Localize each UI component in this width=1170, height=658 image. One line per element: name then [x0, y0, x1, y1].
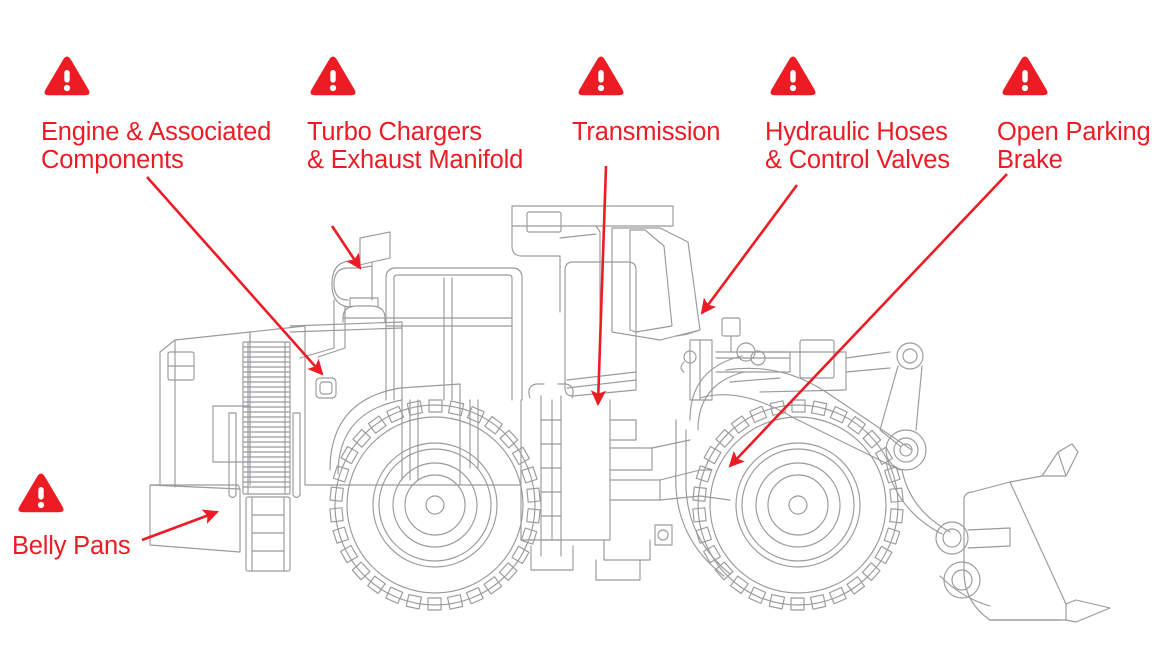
- rear-wheel: [329, 399, 541, 611]
- warning-triangle-icon: [1002, 56, 1048, 96]
- cab-access-steps: [528, 383, 574, 571]
- callout-icon-belly-pans: [18, 473, 64, 515]
- callout-label-belly-pans: Belly Pans: [12, 532, 131, 561]
- callout-icon-open-parking-brake: [1002, 56, 1048, 98]
- callout-label-line: Engine & Associated: [41, 118, 272, 146]
- callout-label-turbo-chargers: Turbo Chargers& Exhaust Manifold: [307, 118, 524, 174]
- warning-triangle-icon: [310, 56, 356, 96]
- front-fender: [675, 355, 745, 577]
- warning-triangle-icon: [44, 56, 90, 96]
- callout-label-hydraulic-hoses: Hydraulic Hoses& Control Valves: [765, 118, 950, 174]
- callout-arrow-transmission: [590, 165, 608, 407]
- callout-arrow-belly-pans: [141, 509, 219, 542]
- callout-arrow-open-parking-brake: [728, 173, 1008, 468]
- warning-triangle-icon: [578, 56, 624, 96]
- rear-fender: [329, 383, 521, 486]
- engine-hood: [249, 297, 461, 486]
- callout-label-line: & Control Valves: [765, 145, 950, 174]
- rear-tire-tread: [329, 399, 541, 611]
- callout-icon-transmission: [578, 56, 624, 98]
- rear-counterweight: [149, 325, 306, 553]
- warning-triangle-icon: [770, 56, 816, 96]
- front-wheel: [692, 399, 904, 611]
- callout-arrow-turbo-chargers: [330, 225, 362, 270]
- callout-label-line: Turbo Chargers: [307, 118, 482, 146]
- callout-label-line: Open Parking: [997, 118, 1151, 146]
- callout-label-line: Belly Pans: [12, 532, 131, 560]
- callout-label-line: Hydraulic Hoses: [765, 118, 948, 146]
- loader-bucket: [939, 443, 1111, 623]
- center-frame-transmission: [520, 399, 713, 581]
- callout-label-line: Brake: [997, 145, 1063, 174]
- radiator-grille: [228, 341, 301, 499]
- lift-arm-boom: [699, 339, 1011, 599]
- warning-triangle-icon: [18, 473, 64, 513]
- callout-label-transmission: Transmission: [572, 118, 721, 147]
- rear-access-ladder: [245, 496, 291, 572]
- callout-label-line: Components: [41, 145, 184, 174]
- callout-arrow-engine: [146, 176, 324, 376]
- callout-label-line: Transmission: [572, 118, 721, 146]
- callout-icon-engine: [44, 56, 90, 98]
- operator-cab: [511, 205, 701, 397]
- callout-icon-turbo-chargers: [310, 56, 356, 98]
- callout-icon-hydraulic-hoses: [770, 56, 816, 98]
- callout-label-line: & Exhaust Manifold: [307, 145, 524, 174]
- front-tire-tread: [692, 399, 904, 611]
- callout-arrow-hydraulic-hoses: [700, 184, 799, 315]
